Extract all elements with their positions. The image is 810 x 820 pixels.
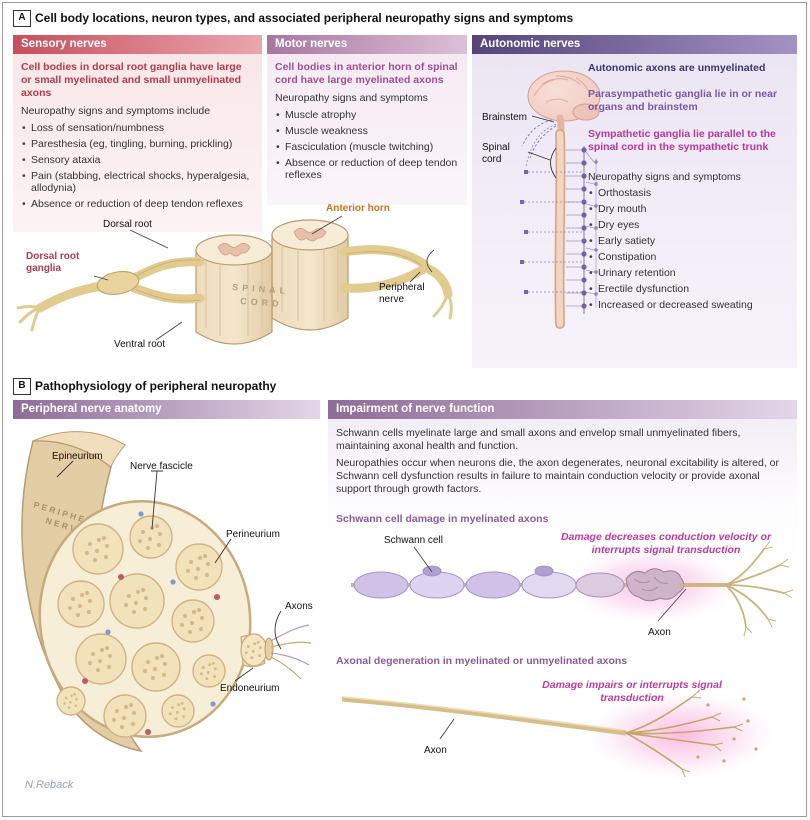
autonomic-brain-spine-illustration — [520, 70, 601, 329]
sensory-bullet: Pain (stabbing, electrical shocks, hyper… — [21, 170, 254, 195]
axons-label: Axons — [285, 601, 313, 612]
autonomic-nerves-panel: Brainstem Spinal cord Autonomic axons ar… — [472, 54, 797, 368]
motor-bullet: Muscle weakness — [275, 125, 459, 138]
peripheral-nerve-label: Peripheral nerve — [379, 282, 425, 305]
autonomic-highlight: Autonomic axons are unmyelinated — [588, 62, 766, 74]
autonomic-bullet: Dry eyes — [588, 219, 790, 232]
impairment-paragraph-2: Neuropathies occur when neurons die, the… — [336, 457, 780, 495]
autonomic-bullet: Constipation — [588, 251, 790, 264]
autonomic-nerves-header: Autonomic nerves — [472, 35, 797, 54]
epineurium-label: Epineurium — [52, 451, 103, 462]
impairment-paragraph-1: Schwann cells myelinate large and small … — [336, 427, 741, 452]
sensory-highlight: Cell bodies in dorsal root ganglia have … — [21, 61, 242, 99]
parasympathetic-note: Parasympathetic ganglia lie in or near o… — [588, 88, 778, 113]
motor-bullet: Absence or reduction of deep tendon refl… — [275, 157, 459, 182]
motor-nerves-header: Motor nerves — [267, 35, 467, 54]
autonomic-bullet-list: Orthostasis Dry mouth Dry eyes Early sat… — [588, 187, 790, 312]
autonomic-bullet: Dry mouth — [588, 203, 790, 216]
motor-bullet: Muscle atrophy — [275, 109, 459, 122]
motor-intro: Neuropathy signs and symptoms — [275, 92, 428, 104]
autonomic-bullet: Increased or decreased sweating — [588, 299, 790, 312]
panel-a-letter: A — [13, 10, 31, 27]
panel-b-title: Pathophysiology of peripheral neuropathy — [35, 379, 277, 393]
autonomic-spinal-cord-label: Spinal cord — [482, 142, 510, 165]
motor-nerves-panel: Cell bodies in anterior horn of spinal c… — [267, 54, 467, 205]
axonal-degeneration-heading: Axonal degeneration in myelinated or unm… — [336, 655, 628, 667]
spinal-cord-art-text-line2: CORD — [240, 296, 283, 309]
spinal-cord-cross-section-illustration: SPINAL CORD — [16, 215, 453, 345]
peripheral-nerve-anatomy-illustration: PERIPHERAL NERVE — [21, 431, 312, 753]
motor-bullet: Fasciculation (muscle twitching) — [275, 141, 459, 154]
sensory-bullet-list: Loss of sensation/numbness Paresthesia (… — [21, 122, 254, 211]
sensory-bullet: Paresthesia (eg, tingling, burning, pric… — [21, 138, 254, 151]
degeneration-axon-label: Axon — [424, 745, 447, 756]
endoneurium-label: Endoneurium — [220, 683, 280, 694]
impairment-panel: Schwann cells myelinate large and small … — [328, 419, 797, 810]
axonal-degeneration-illustration: Axon — [341, 687, 786, 783]
peripheral-nerve-anatomy-header: Peripheral nerve anatomy — [13, 400, 320, 419]
motor-bullet-list: Muscle atrophy Muscle weakness Fascicula… — [275, 109, 459, 182]
autonomic-bullet: Urinary retention — [588, 267, 790, 280]
panel-a-title: Cell body locations, neuron types, and a… — [35, 11, 574, 25]
sensory-intro: Neuropathy signs and symptoms include — [21, 105, 211, 117]
autonomic-bullet: Erectile dysfunction — [588, 283, 790, 296]
schwann-cell-damage-illustration: Schwann cell Axon — [351, 535, 794, 638]
autonomic-bullet: Early satiety — [588, 235, 790, 248]
ventral-root-label: Ventral root — [114, 339, 166, 350]
sympathetic-note: Sympathetic ganglia lie parallel to the … — [588, 128, 776, 153]
perineurium-label: Perineurium — [226, 529, 280, 540]
nerve-fascicle-label: Nerve fascicle — [130, 461, 193, 472]
impairment-header: Impairment of nerve function — [328, 400, 797, 419]
illustrator-signature: N.Reback — [25, 779, 74, 791]
sensory-nerves-header: Sensory nerves — [13, 35, 262, 54]
dorsal-root-label: Dorsal root — [103, 219, 152, 230]
sensory-bullet: Loss of sensation/numbness — [21, 122, 254, 135]
autonomic-intro: Neuropathy signs and symptoms — [588, 171, 741, 183]
brainstem-label: Brainstem — [482, 112, 528, 123]
anterior-horn-label: Anterior horn — [326, 203, 390, 214]
spinal-cord-art-text-line1: SPINAL — [232, 282, 290, 296]
motor-highlight: Cell bodies in anterior horn of spinal c… — [275, 61, 458, 86]
schwann-damage-heading: Schwann cell damage in myelinated axons — [336, 513, 549, 525]
schwann-cell-label: Schwann cell — [384, 535, 443, 546]
sensory-nerves-panel: Cell bodies in dorsal root ganglia have … — [13, 54, 262, 232]
dorsal-root-ganglia-label: Dorsal root ganglia — [26, 251, 80, 274]
axonal-damage-note: Damage impairs or interrupts signal tran… — [542, 679, 722, 704]
schwann-damage-note: Damage decreases conduction velocity or … — [560, 531, 772, 556]
schwann-axon-label: Axon — [648, 627, 671, 638]
panel-b-letter: B — [13, 378, 31, 395]
sensory-bullet: Absence or reduction of deep tendon refl… — [21, 198, 254, 211]
peripheral-nerve-anatomy-panel: PERIPHERAL NERVE — [13, 419, 320, 810]
sensory-bullet: Sensory ataxia — [21, 154, 254, 167]
autonomic-text-column: Autonomic axons are unmyelinated Parasym… — [588, 62, 790, 311]
autonomic-bullet: Orthostasis — [588, 187, 790, 200]
